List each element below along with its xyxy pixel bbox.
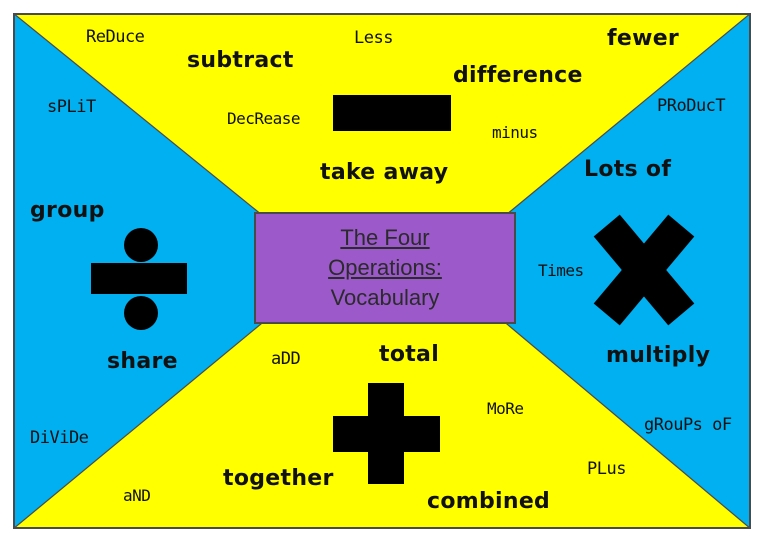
word-decrease: DecRease: [227, 109, 301, 128]
word-plus: PLus: [587, 459, 626, 479]
word-take-away: take away: [320, 160, 449, 185]
word-add: aDD: [271, 349, 301, 369]
minus-icon: [333, 95, 451, 131]
word-subtract: subtract: [187, 48, 294, 73]
word-combined: combined: [427, 489, 551, 514]
word-and: aND: [123, 486, 151, 505]
plus-icon: [333, 383, 440, 484]
title-box: The Four Operations: Vocabulary: [254, 212, 516, 324]
word-divide: DiViDe: [30, 428, 89, 448]
title-line-1: The Four: [340, 225, 430, 251]
word-split: sPLiT: [47, 97, 96, 117]
word-total: total: [379, 342, 440, 367]
word-times: Times: [538, 261, 584, 280]
word-less: Less: [354, 28, 393, 48]
word-lots-of: Lots of: [584, 157, 672, 182]
divide-icon: [91, 228, 187, 330]
word-reduce: ReDuce: [86, 27, 145, 47]
word-group: group: [30, 198, 105, 223]
poster-border: [13, 13, 751, 529]
word-multiply: multiply: [606, 343, 711, 368]
word-more: MoRe: [487, 399, 524, 418]
word-product: PRoDucT: [657, 96, 726, 116]
title-line-2: Operations:: [328, 255, 442, 281]
word-fewer: fewer: [607, 26, 680, 51]
word-together: together: [223, 466, 334, 491]
vocabulary-poster: The Four Operations: Vocabulary ReDuce s…: [13, 13, 751, 529]
word-groups-of: gRouPs oF: [644, 415, 732, 435]
title-line-3: Vocabulary: [330, 284, 440, 310]
word-minus: minus: [492, 123, 538, 142]
poster-background: [13, 13, 751, 529]
word-difference: difference: [453, 63, 583, 88]
multiply-icon: [593, 214, 695, 326]
word-share: share: [107, 349, 178, 374]
